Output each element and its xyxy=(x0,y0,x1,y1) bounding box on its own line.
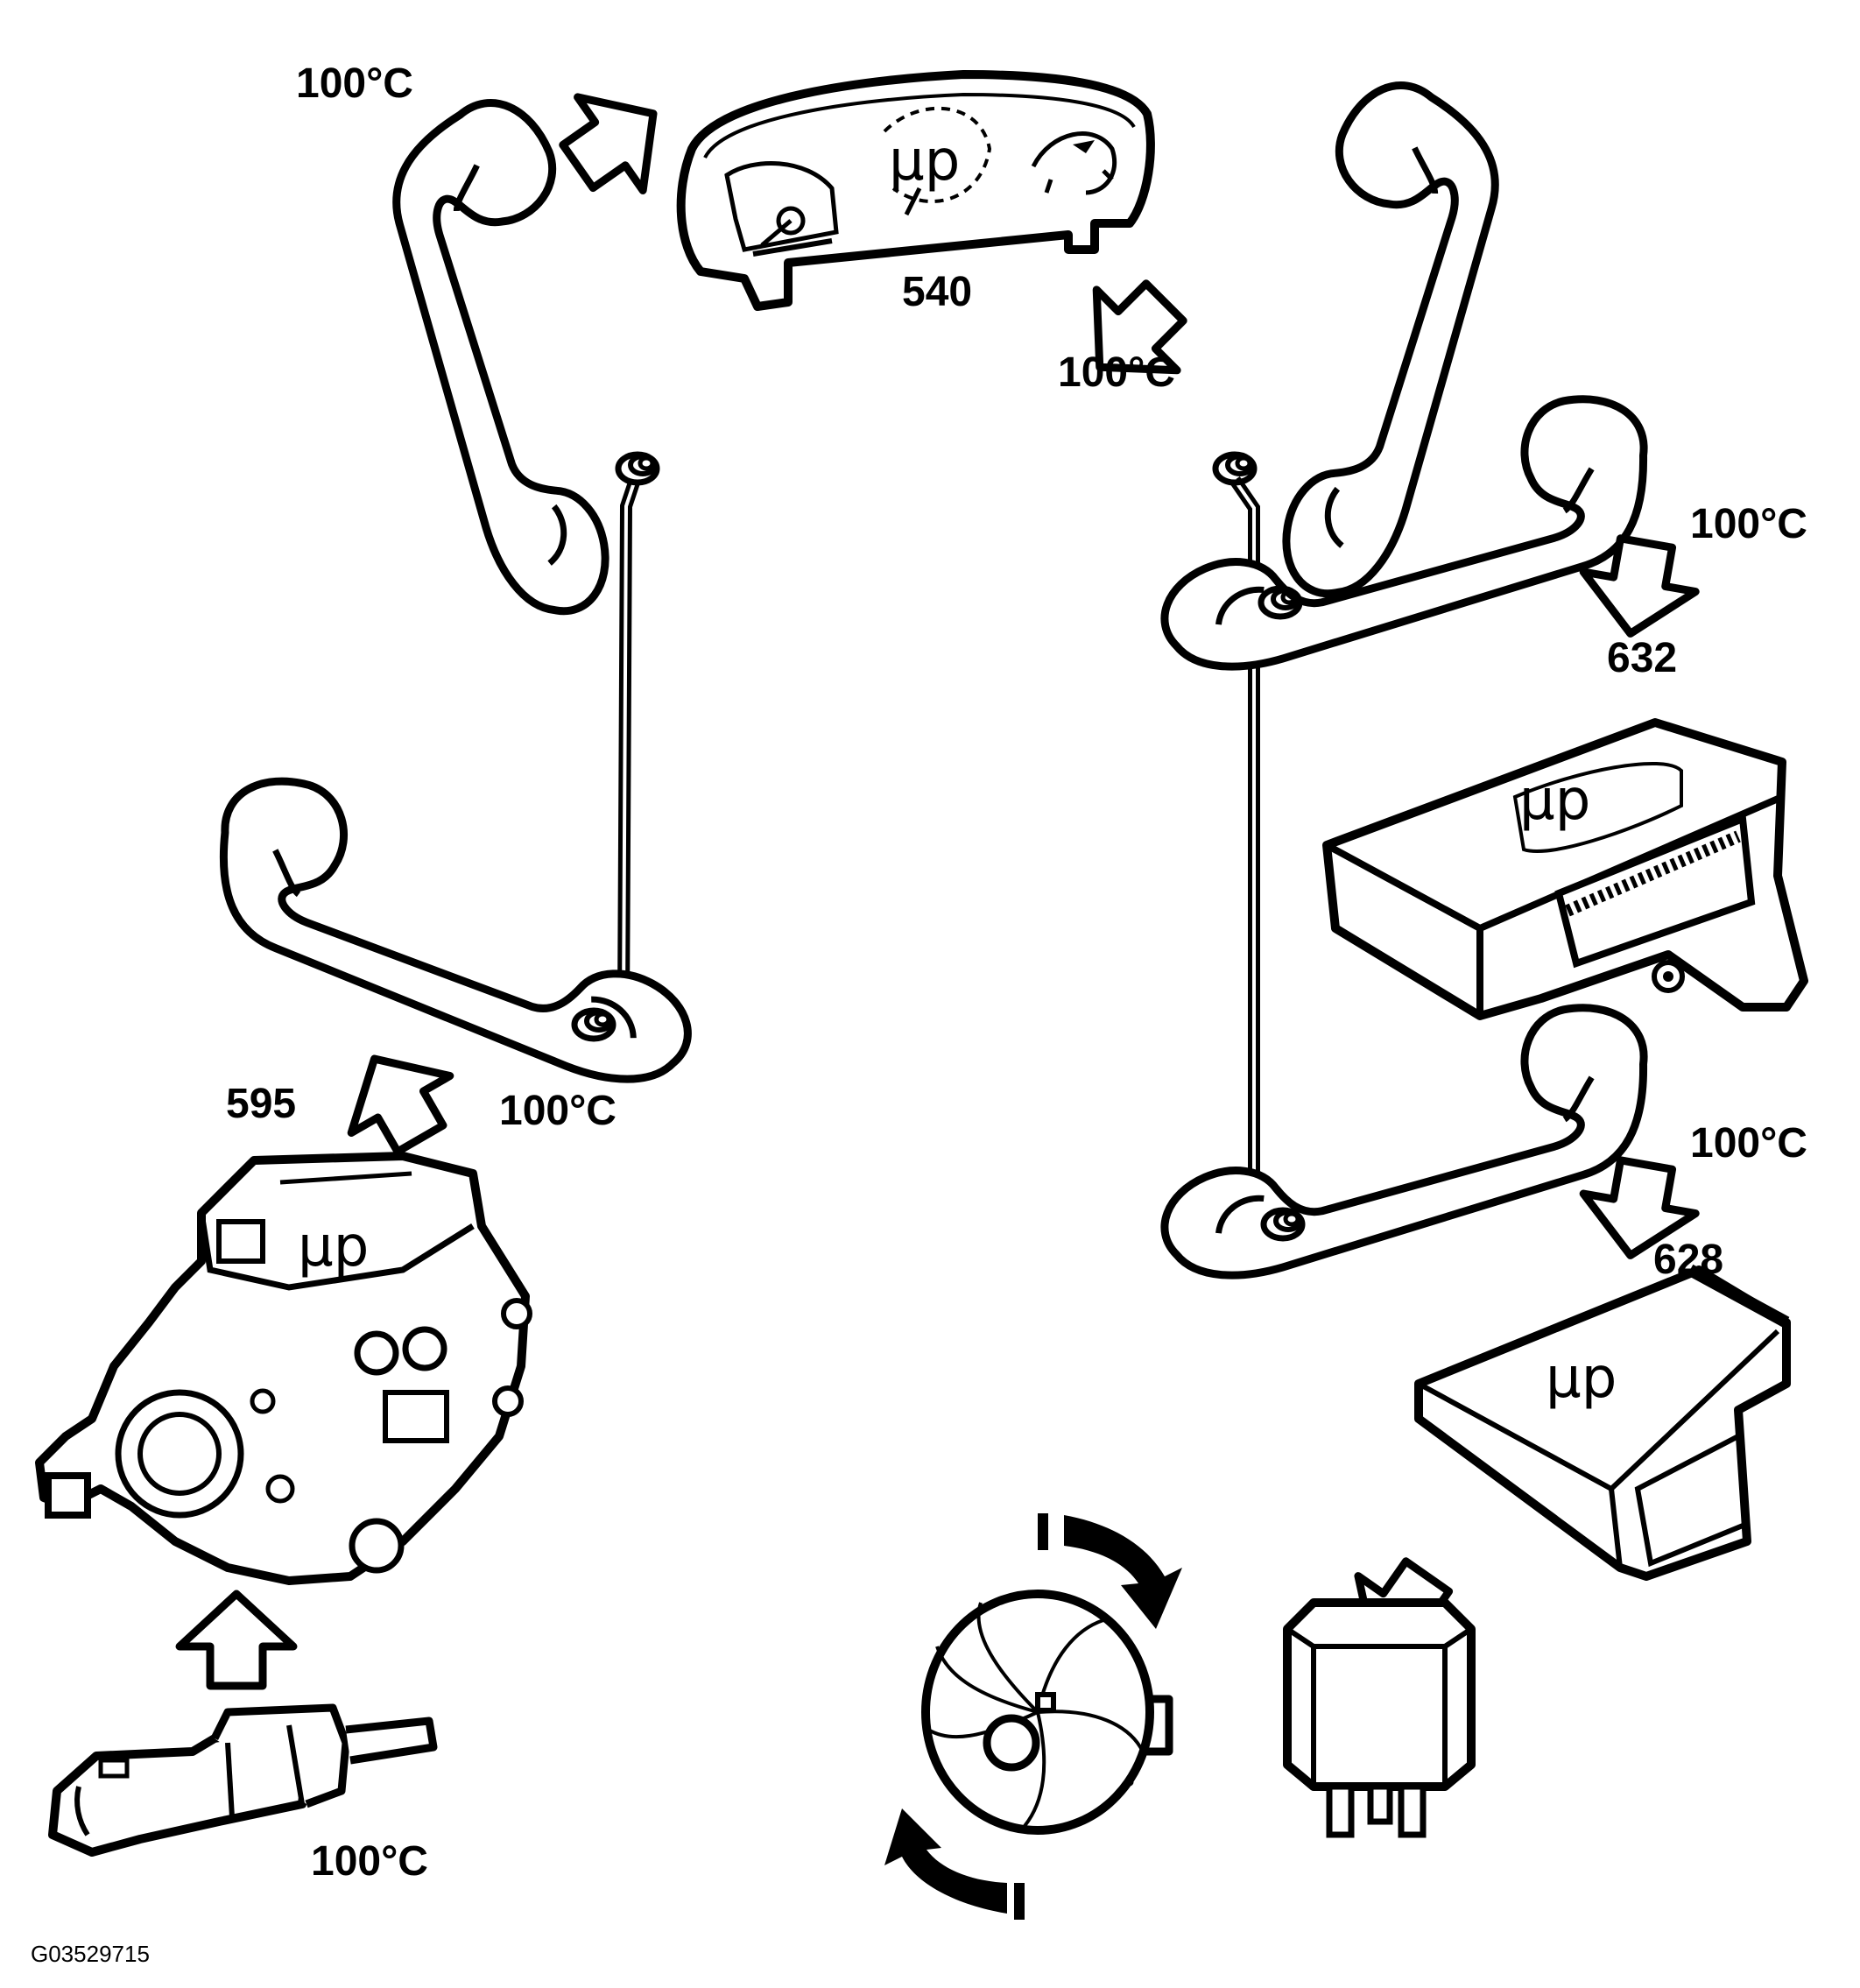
relay-icon xyxy=(1283,1598,1476,1838)
telephone-handset-icon xyxy=(1149,1003,1660,1281)
component-number-628: 628 xyxy=(1653,1237,1724,1283)
temperature-label: 100°C xyxy=(1690,501,1807,547)
rotation-arrow-icon xyxy=(884,1513,1182,1920)
microprocessor-label: µp xyxy=(298,1215,369,1280)
temperature-label: 100°C xyxy=(296,60,413,107)
arrow-icon xyxy=(325,1031,469,1167)
microprocessor-label: µp xyxy=(1519,768,1590,833)
telephone-handset-icon xyxy=(305,85,745,631)
coil-icon xyxy=(618,455,657,483)
component-number-595: 595 xyxy=(226,1081,297,1127)
telephone-handset-icon xyxy=(1146,67,1587,613)
figure-id: G03529715 xyxy=(31,1941,150,1967)
arrow-icon xyxy=(546,67,687,214)
microprocessor-label: µp xyxy=(889,129,960,194)
temperature-label: 100°C xyxy=(311,1838,428,1885)
component-number-632: 632 xyxy=(1607,635,1678,681)
temperature-sensor-icon xyxy=(48,1703,438,1857)
temperature-label: 100°C xyxy=(499,1088,616,1134)
control-module-icon: µp xyxy=(1414,1264,1791,1581)
microprocessor-label: µp xyxy=(1546,1346,1617,1411)
cooling-fan-icon xyxy=(921,1590,1154,1835)
temperature-label: 100°C xyxy=(1690,1120,1807,1167)
telephone-handset-icon xyxy=(194,772,720,1090)
control-module-icon: µp xyxy=(1322,718,1808,1020)
temperature-label: 100°C xyxy=(1058,349,1175,396)
coil-icon xyxy=(1215,455,1254,483)
instrument-cluster-icon: µp xyxy=(676,70,1155,311)
arrow-icon xyxy=(180,1594,293,1686)
component-number-540: 540 xyxy=(902,269,973,315)
wiring-harness-left xyxy=(607,477,641,1038)
injection-pump-icon: µp xyxy=(35,1152,532,1585)
